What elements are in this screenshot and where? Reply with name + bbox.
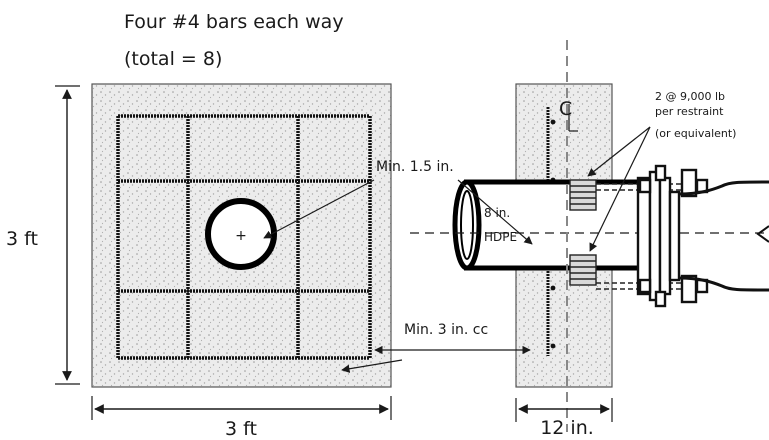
pipe-center-mark: + [235, 228, 247, 244]
width-dimension-label: 3 ft [225, 418, 257, 440]
height-dimension-label: 3 ft [6, 228, 38, 250]
restraint-block-upper [569, 179, 597, 211]
section-view: C [410, 40, 769, 432]
bars-label-line1: Four #4 bars each way [124, 11, 344, 33]
restraint-block-lower [569, 254, 597, 286]
thickness-dimension: 12 in. [515, 398, 613, 439]
rebar-grid [116, 114, 372, 360]
restraint-label-line2: per restraint [655, 105, 724, 118]
restraint-label-line1: 2 @ 9,000 lb [655, 90, 725, 103]
break-line [756, 225, 769, 243]
pipe-beyond-flange [678, 180, 769, 196]
flange-assembly [636, 164, 709, 308]
centerline-symbol: C [559, 98, 572, 120]
pipe-opening [205, 198, 277, 270]
bars-label-line2: (total = 8) [124, 48, 222, 70]
width-dimension: 3 ft [91, 396, 392, 440]
height-dimension: 3 ft [6, 85, 80, 385]
pipe-end [452, 179, 482, 271]
pipe-size-label: 8 in. [484, 206, 510, 220]
restraint-label-line3: (or equivalent) [655, 127, 736, 140]
hdpe-pipe [464, 182, 646, 268]
min-spacing-label: Min. 3 in. cc [404, 322, 488, 338]
pipe-material-label: HDPE [484, 230, 517, 244]
min-cover-label: Min. 1.5 in. [376, 159, 454, 175]
min-cover-callout: Min. 1.5 in. [263, 159, 533, 245]
plan-view: + [91, 83, 392, 388]
min-spacing-callout: Min. 3 in. cc [341, 322, 531, 373]
restraint-callout: 2 @ 9,000 lb per restraint (or equivalen… [587, 90, 736, 252]
thickness-dimension-label: 12 in. [540, 417, 594, 439]
